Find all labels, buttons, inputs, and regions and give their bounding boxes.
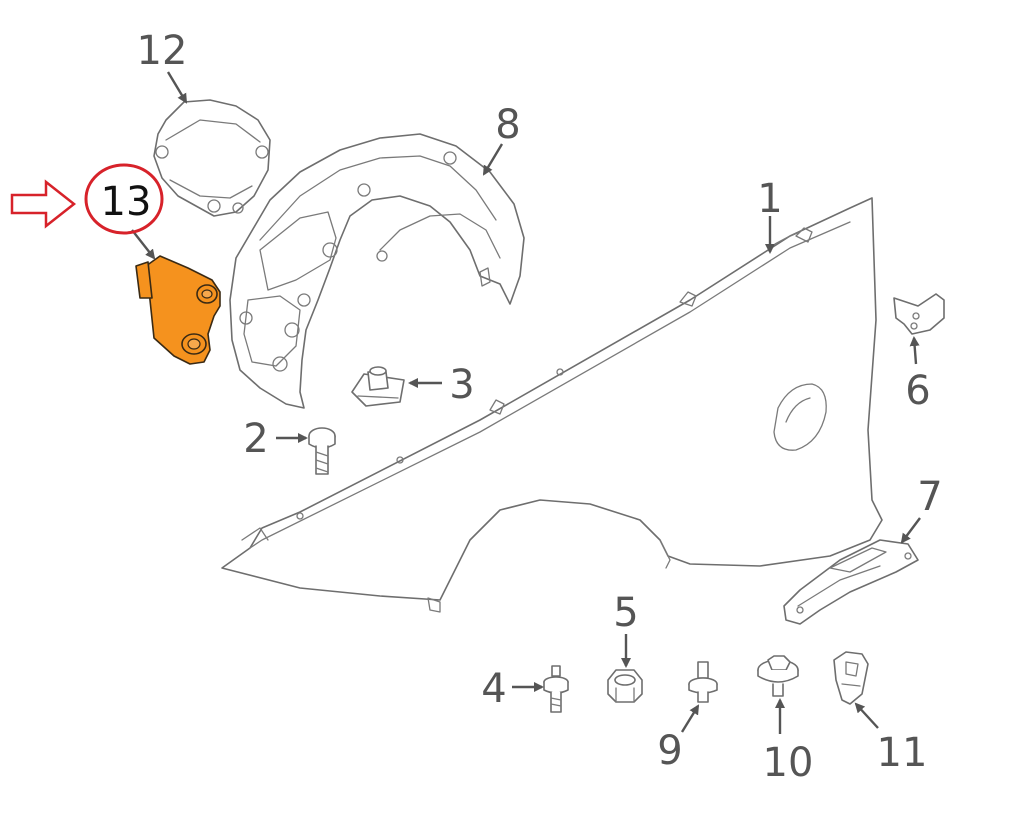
callout-3: 3	[449, 362, 474, 408]
callout-4: 4	[481, 666, 506, 712]
bracket-hole-top-inner	[201, 289, 213, 299]
clip-nut-part-3[interactable]	[351, 366, 405, 407]
callout-8: 8	[495, 102, 520, 148]
hex-nut-part-5[interactable]	[607, 669, 643, 703]
small-bracket-part-6[interactable]	[893, 293, 945, 335]
callout-5: 5	[613, 590, 638, 636]
screw-part-2[interactable]	[308, 427, 336, 475]
bracket-part-highlighted[interactable]	[135, 255, 221, 365]
callout-2: 2	[243, 416, 268, 462]
callout-11: 11	[877, 730, 928, 776]
stud-bolt-part-4[interactable]	[543, 665, 569, 713]
callout-6: 6	[905, 368, 930, 414]
bracket-hole-bottom-inner	[187, 338, 201, 350]
flange-bolt-part-10[interactable]	[757, 655, 799, 697]
support-bracket-part-7[interactable]	[783, 539, 919, 625]
stud-part-9[interactable]	[688, 661, 718, 703]
callout-9: 9	[657, 728, 682, 774]
cover-part[interactable]	[153, 99, 271, 217]
callout-7: 7	[917, 474, 942, 520]
leader-lines	[131, 71, 921, 734]
expansion-nut-part-11[interactable]	[833, 651, 869, 705]
fender-part[interactable]	[221, 197, 883, 613]
callout-13: 13	[101, 179, 152, 225]
wheel-arch-liner-part[interactable]	[229, 133, 525, 409]
bracket-tab	[135, 261, 153, 299]
red-pointer-arrow-icon	[10, 179, 77, 229]
red-highlight-circle	[84, 163, 164, 235]
callout-1: 1	[757, 176, 782, 222]
callout-10: 10	[763, 740, 814, 786]
callout-12: 12	[137, 28, 188, 74]
